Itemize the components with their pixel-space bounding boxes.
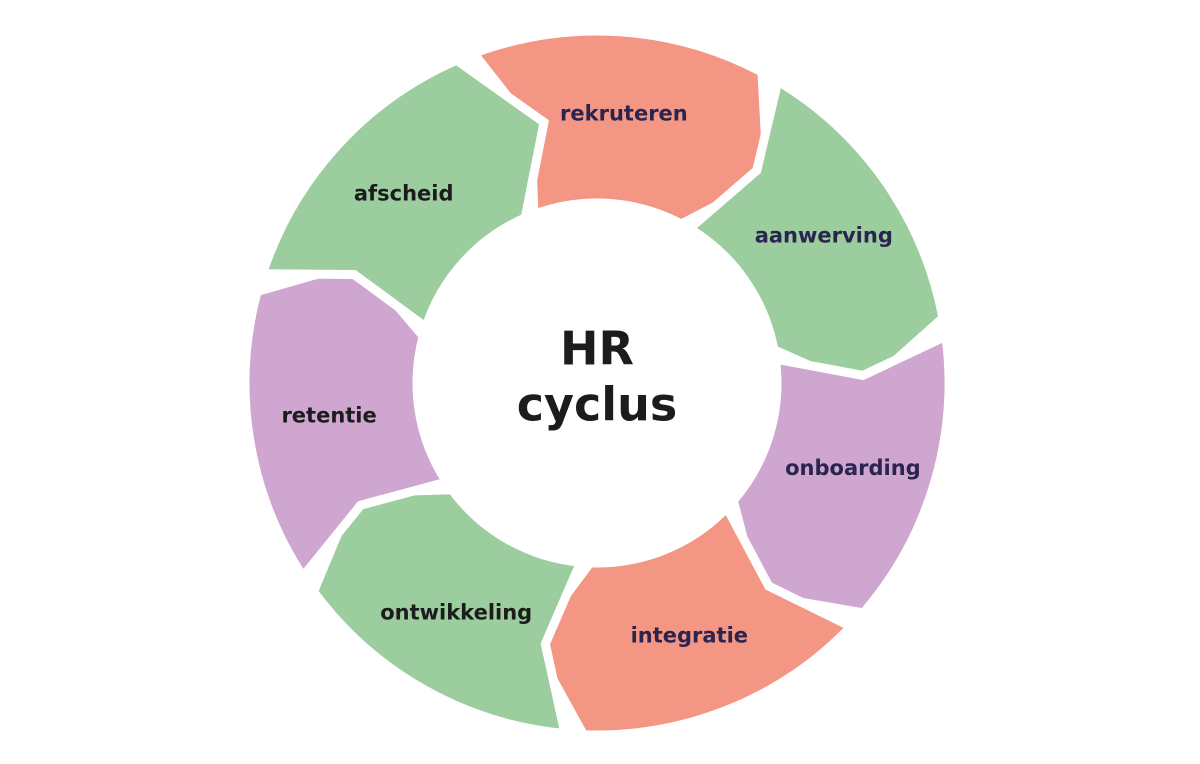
segment-label-rekruteren: rekruteren <box>560 101 688 125</box>
segment-label-retentie: retentie <box>281 404 376 428</box>
cycle-segment-integratie <box>526 500 859 740</box>
center-title-line2: cyclus <box>517 378 677 432</box>
cycle-segment-onboarding <box>728 329 954 618</box>
segment-label-afscheid: afscheid <box>354 182 454 206</box>
segment-label-aanwerving: aanwerving <box>755 224 893 248</box>
segment-label-onboarding: onboarding <box>785 456 921 480</box>
center-title-line1: HR <box>560 322 634 376</box>
segment-label-ontwikkeling: ontwikkeling <box>380 600 532 624</box>
center-circle <box>417 203 777 563</box>
segment-label-integratie: integratie <box>631 624 748 648</box>
cycle-labels: rekruteren aanwerving onboarding integratie… <box>281 101 920 647</box>
cycle-segment-ontwikkeling <box>308 485 588 739</box>
